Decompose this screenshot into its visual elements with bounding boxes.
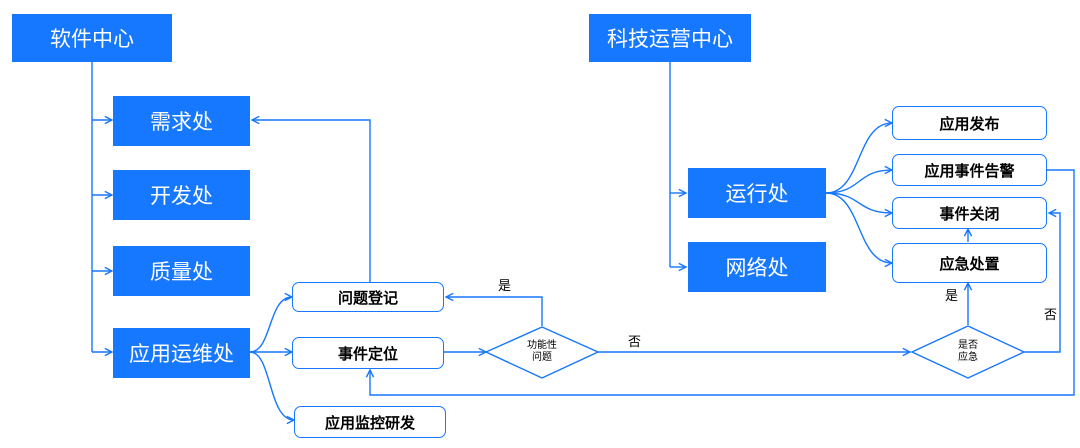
decision-functional-line2: 问题 [532, 352, 552, 363]
edge-functional-yes [446, 297, 543, 326]
run-dept-node: 运行处 [688, 168, 826, 218]
edge-run-to-alarm [825, 170, 892, 194]
decision-emergency-label: 是否 应急 [944, 340, 992, 364]
emergency-handling-node: 应急处置 [892, 243, 1047, 283]
edge-issue-to-requirements [252, 120, 371, 282]
edge-run-to-handling [825, 192, 892, 263]
event-location-node: 事件定位 [292, 337, 444, 369]
app-event-alarm-node: 应用事件告警 [892, 154, 1047, 186]
edge-ops-to-issue-registration [249, 297, 292, 353]
edge-run-to-close [825, 192, 892, 213]
edge-label-functional-yes: 是 [498, 279, 512, 294]
edge-run-to-release [825, 123, 892, 194]
edge-label-emergency-no: 否 [1044, 308, 1058, 323]
edge-label-functional-no: 否 [628, 335, 642, 350]
decision-functional-diamond [484, 326, 600, 379]
tech-ops-center-node: 科技运营中心 [589, 14, 751, 62]
decision-emergency-line2: 应急 [958, 352, 978, 363]
development-dept-node: 开发处 [113, 170, 250, 220]
edge-emergency-no [1024, 213, 1061, 353]
edge-ops-to-monitoring-dev [249, 351, 294, 420]
decision-emergency-line1: 是否 [958, 340, 978, 351]
decision-functional-line1: 功能性 [527, 340, 557, 351]
issue-registration-node: 问题登记 [292, 282, 444, 312]
requirements-dept-node: 需求处 [113, 96, 250, 146]
monitoring-dev-node: 应用监控研发 [294, 406, 446, 438]
app-release-node: 应用发布 [892, 106, 1047, 140]
app-ops-dept-node: 应用运维处 [113, 328, 250, 378]
edge-label-emergency-yes: 是 [945, 289, 959, 304]
decision-functional-label: 功能性 问题 [518, 340, 566, 364]
network-dept-node: 网络处 [688, 242, 826, 292]
decision-emergency-diamond [910, 325, 1026, 379]
event-close-node: 事件关闭 [892, 197, 1047, 229]
software-center-node: 软件中心 [12, 14, 172, 62]
quality-dept-node: 质量处 [113, 246, 250, 296]
edge-alarm-to-location [370, 169, 1075, 396]
